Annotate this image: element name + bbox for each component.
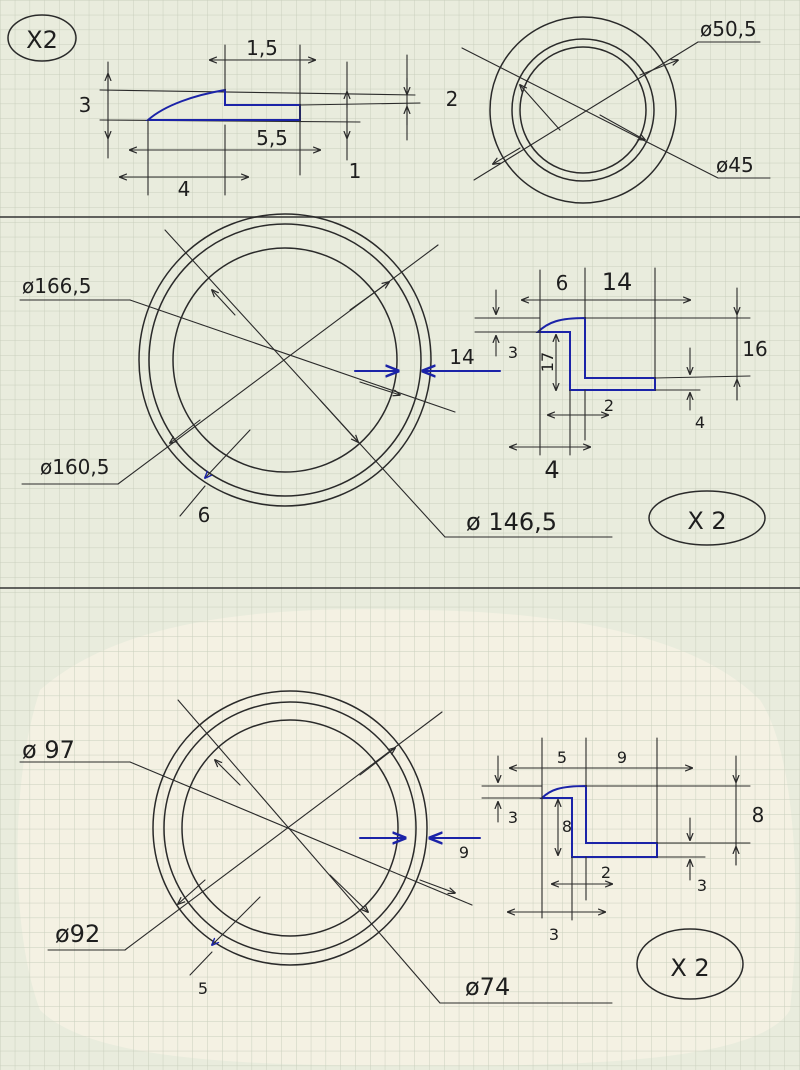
gap-dimension-label: 14 [449,345,474,369]
inner-diameter-label: ø74 [465,973,510,1001]
multiplier-label: X 2 [687,507,726,535]
dim-label: 3 [79,93,92,117]
multiplier-badge [648,490,766,546]
ring-drawing [461,16,771,204]
multiplier-badge [7,14,77,62]
dim-label: 6 [556,271,569,295]
outer-diameter-label: ø50,5 [700,17,757,41]
dim-label: 1,5 [246,36,278,60]
gap-dimension-label: 9 [459,843,469,862]
dim-label: 3 [549,925,559,944]
dim-label: 4 [178,177,191,201]
outer-diameter-label: ø166,5 [22,274,92,298]
dim-label: 8 [562,817,572,836]
dim-label: 4 [544,456,559,484]
top-section: X2 1,5 3 2 5,5 1 4 [7,14,771,204]
ring-drawing [19,690,613,1004]
dim-label: 8 [752,803,765,827]
dim-label: 2 [604,396,614,415]
profile-drawing [99,44,421,196]
multiplier-badge [636,928,744,1000]
outer-diameter-label: ø 97 [22,736,75,764]
middle-section: ø166,5 ø160,5 ø 146,5 14 6 [19,213,768,546]
inner-diameter-label: ø45 [716,153,754,177]
profile-drawing [474,267,751,456]
dim-label: 1 [349,159,362,183]
dim-label: 3 [697,876,707,895]
dim-label: 3 [508,808,518,827]
mid-diameter-label: ø92 [55,920,100,948]
inner-diameter-label: ø 146,5 [466,508,557,536]
dim-label: 2 [446,87,459,111]
dim-label: 5,5 [256,126,288,150]
multiplier-label: X 2 [670,954,709,982]
dim-label: 5 [557,748,567,767]
mid-diameter-label: ø160,5 [40,455,110,479]
bottom-section: ø 97 ø92 ø74 9 5 [19,690,765,1004]
dim-label: 4 [695,413,705,432]
dim-label: 17 [538,352,557,372]
multiplier-label: X2 [26,26,58,54]
wall-dimension-label: 5 [198,979,208,998]
dim-label: 3 [508,343,518,362]
ring-drawing [19,213,613,538]
wall-dimension-label: 6 [198,503,211,527]
dim-label: 16 [742,337,767,361]
dim-label: 14 [602,268,633,296]
profile-drawing [481,737,751,921]
dim-label: 2 [601,863,611,882]
dim-label: 9 [617,748,627,767]
